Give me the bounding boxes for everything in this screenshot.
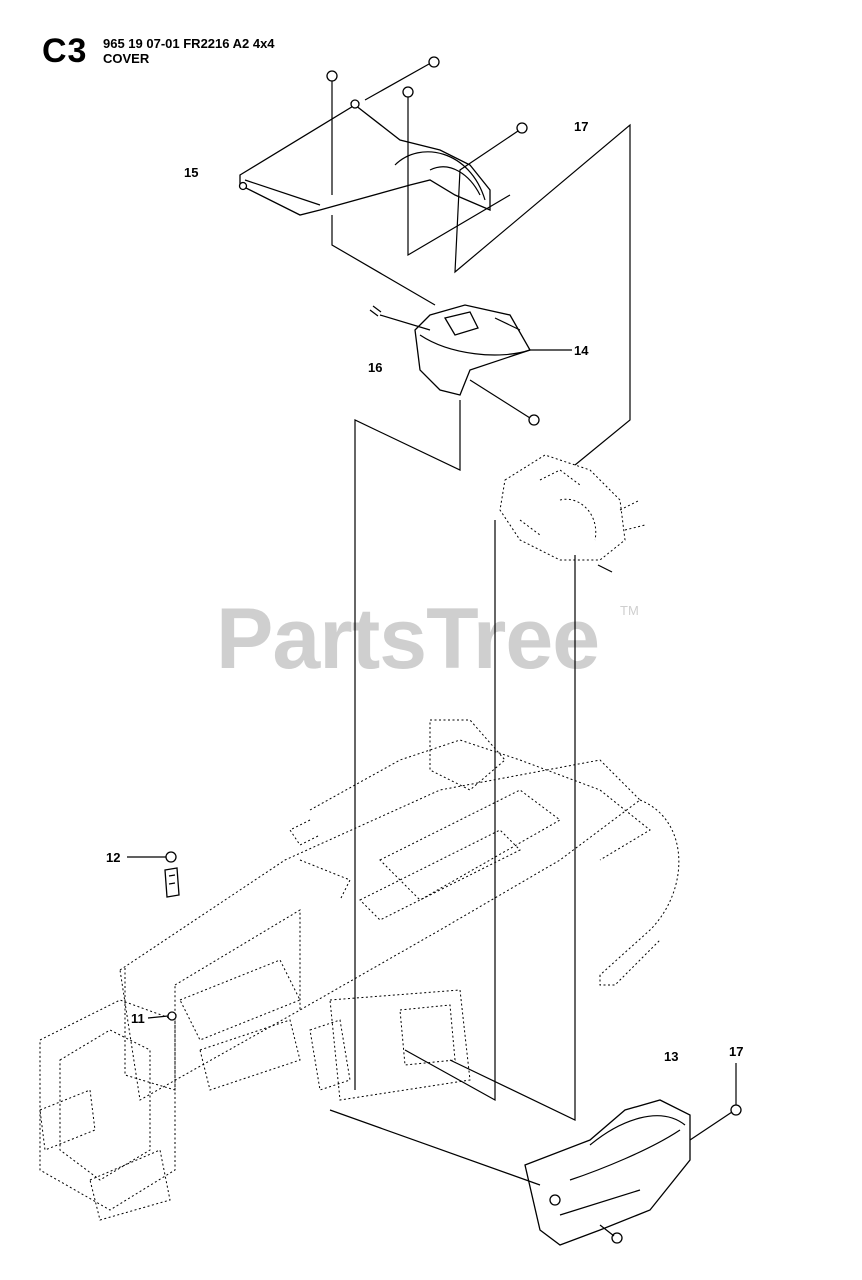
trademark-symbol: TM [620,603,639,618]
section-code: C3 [42,32,88,70]
callout-14[interactable]: 14 [574,343,589,358]
part-14-mid-cover[interactable] [414,304,531,396]
assembly-lines [127,63,737,1237]
callout-11[interactable]: 11 [131,1011,145,1026]
part-15-cover-panel[interactable] [238,99,491,216]
section-title: COVER [103,51,150,66]
callout-15[interactable]: 15 [184,165,199,180]
gear-housing-ghost [499,454,646,561]
part-13-belt-guard[interactable] [524,1099,691,1246]
bolt-fasteners[interactable] [167,56,742,1244]
callout-17-top[interactable]: 17 [574,119,589,134]
callout-12[interactable]: 12 [106,850,121,865]
callout-16[interactable]: 16 [368,360,383,375]
partstree-watermark: PartsTree [216,591,600,687]
tractor-frame-ghost [39,719,680,1221]
callout-17-bottom[interactable]: 17 [729,1044,744,1059]
part-12-clip[interactable] [164,851,180,898]
model-number: 965 19 07-01 FR2216 A2 4x4 [103,36,275,51]
callout-13[interactable]: 13 [664,1049,679,1064]
